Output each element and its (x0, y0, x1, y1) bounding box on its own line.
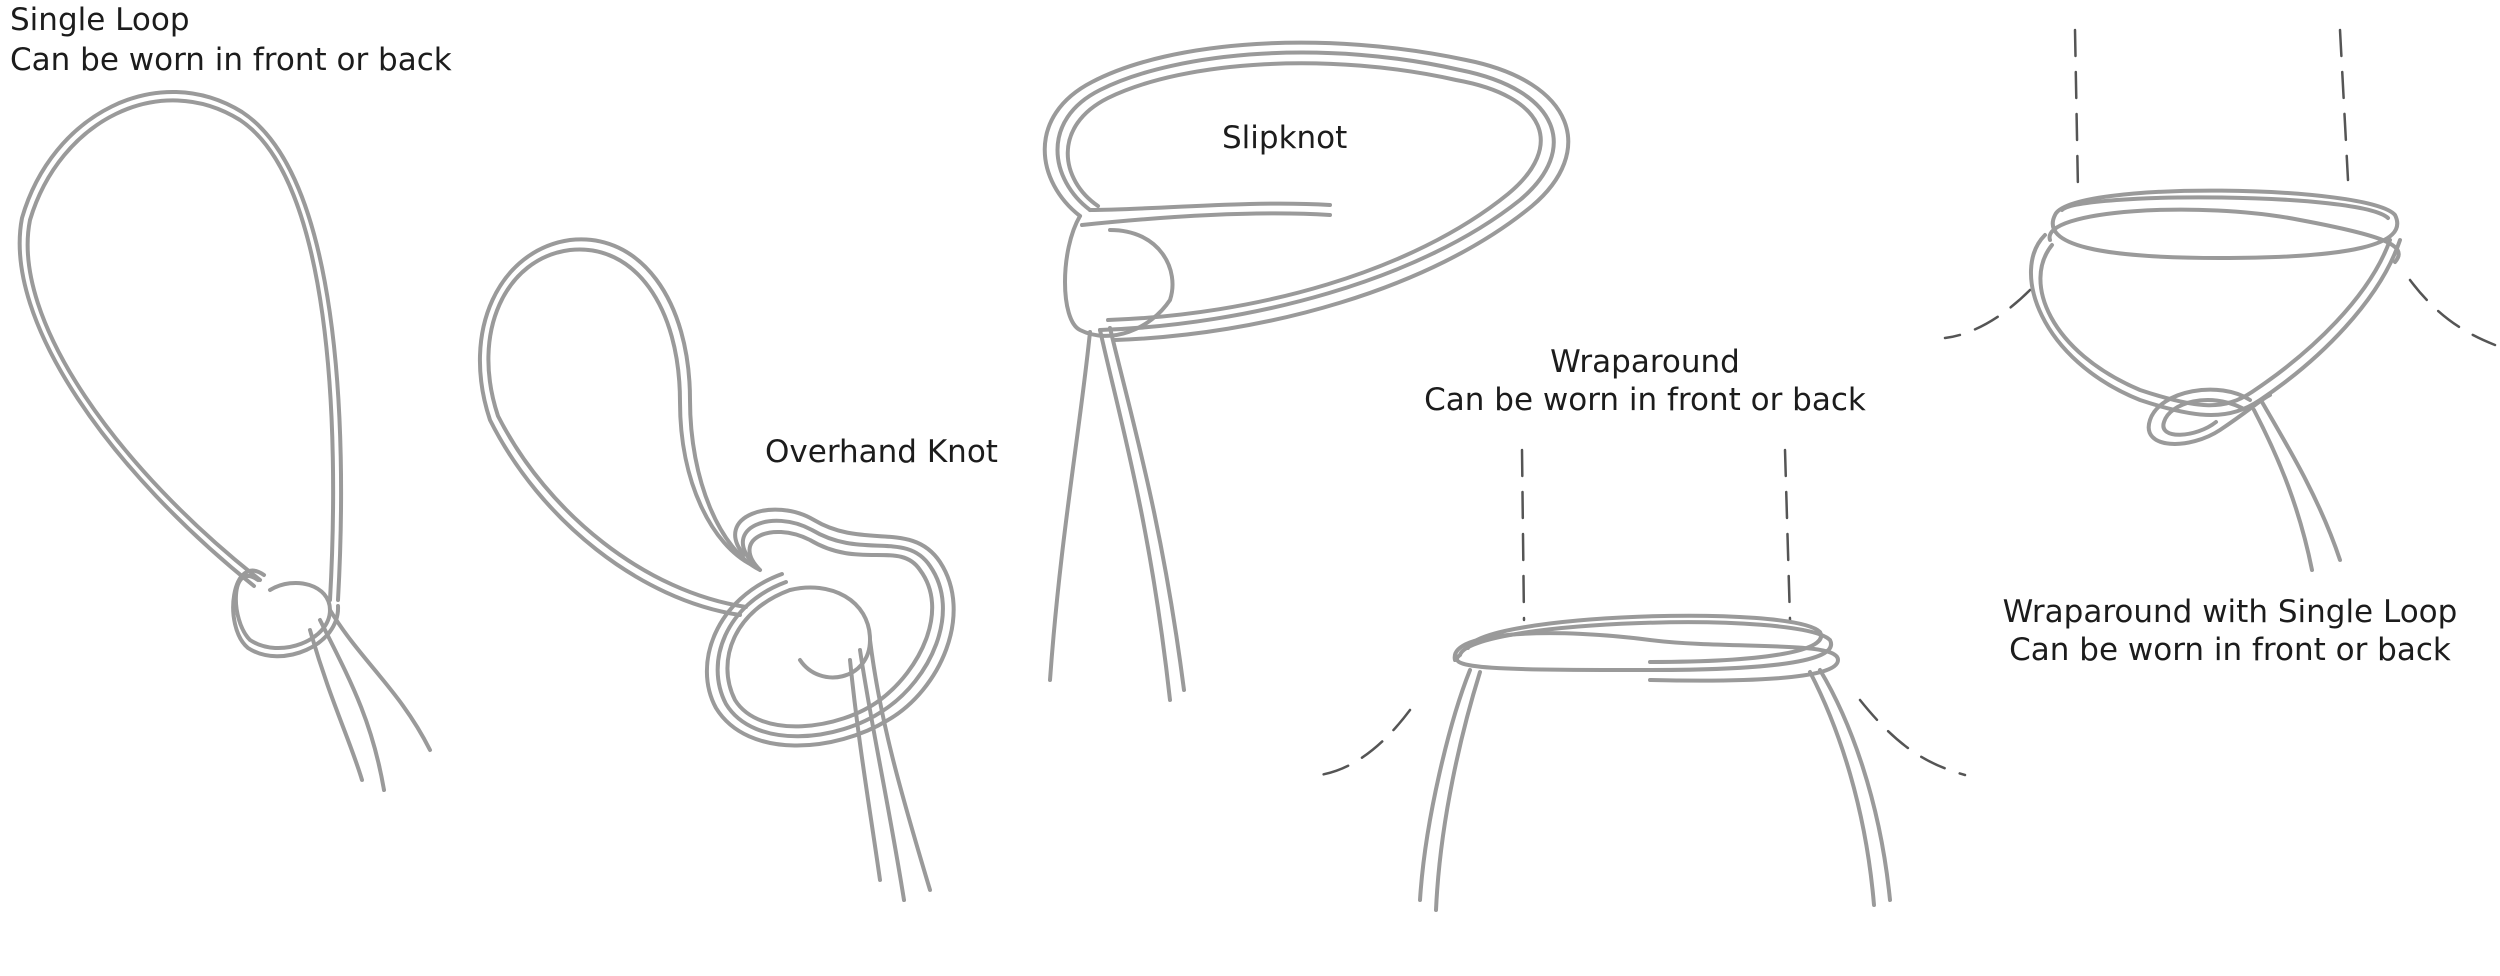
wraparound-single-loop-subtitle: Can be worn in front or back (2009, 632, 2451, 668)
overhand-knot-drawing (480, 239, 954, 900)
wraparound-subtitle: Can be worn in front or back (1424, 382, 1866, 418)
single-loop-title: Single Loop (10, 2, 190, 38)
slipknot-title: Slipknot (1222, 120, 1347, 156)
overhand-knot-title: Overhand Knot (765, 434, 998, 470)
single-loop-subtitle: Can be worn in front or back (10, 42, 452, 78)
single-loop-drawing (20, 92, 430, 790)
wraparound-drawing (1320, 450, 1965, 910)
wraparound-single-loop-drawing (1945, 30, 2495, 570)
wraparound-single-loop-title: Wraparound with Single Loop (2003, 594, 2458, 630)
wraparound-title: Wraparound (1550, 344, 1740, 380)
